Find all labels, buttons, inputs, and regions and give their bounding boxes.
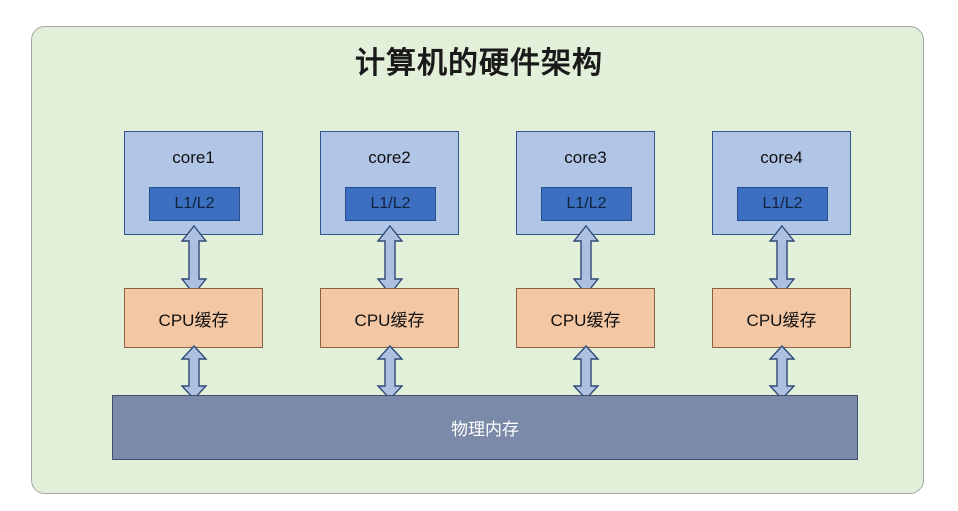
arrow-core3-to-cache3: [572, 225, 600, 295]
cpu-cache-box-4[interactable]: CPU缓存: [712, 288, 851, 348]
l1l2-box-1[interactable]: L1/L2: [149, 187, 240, 221]
cpu-cache-box-2[interactable]: CPU缓存: [320, 288, 459, 348]
core-box-2[interactable]: core2 L1/L2: [320, 131, 459, 235]
l1l2-box-2[interactable]: L1/L2: [345, 187, 436, 221]
arrow-core4-to-cache4: [768, 225, 796, 295]
core-box-3[interactable]: core3 L1/L2: [516, 131, 655, 235]
core-label-1: core1: [172, 148, 215, 167]
core-label-3: core3: [564, 148, 607, 167]
core-box-4[interactable]: core4 L1/L2: [712, 131, 851, 235]
arrow-cache1-to-memory: [180, 345, 208, 400]
arrow-cache2-to-memory: [376, 345, 404, 400]
arrow-cache4-to-memory: [768, 345, 796, 400]
core-label-2: core2: [368, 148, 411, 167]
arrow-core2-to-cache2: [376, 225, 404, 295]
l1l2-box-4[interactable]: L1/L2: [737, 187, 828, 221]
l1l2-box-3[interactable]: L1/L2: [541, 187, 632, 221]
cpu-cache-box-1[interactable]: CPU缓存: [124, 288, 263, 348]
physical-memory-bar[interactable]: 物理内存: [112, 395, 858, 460]
cpu-cache-box-3[interactable]: CPU缓存: [516, 288, 655, 348]
core-label-4: core4: [760, 148, 803, 167]
arrow-core1-to-cache1: [180, 225, 208, 295]
arrow-cache3-to-memory: [572, 345, 600, 400]
core-box-1[interactable]: core1 L1/L2: [124, 131, 263, 235]
page-title: 计算机的硬件架构: [355, 47, 603, 80]
